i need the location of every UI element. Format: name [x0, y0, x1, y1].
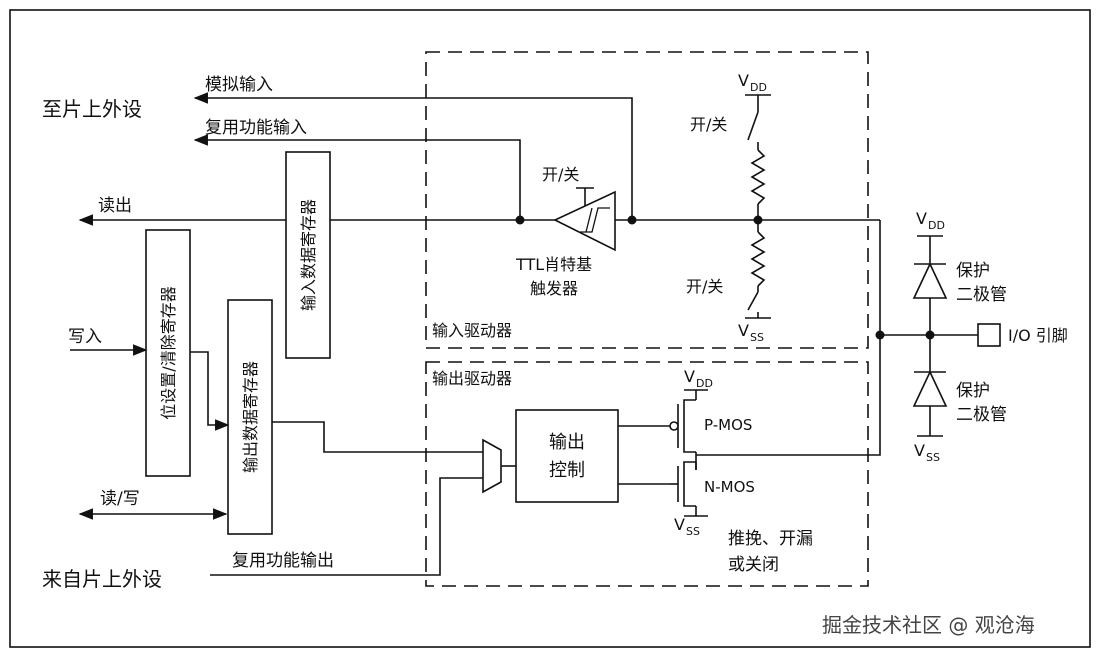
bit-set-reset-register-box — [145, 229, 191, 477]
svg-text:SS: SS — [926, 451, 940, 464]
pull-up-switch-icon — [747, 111, 759, 141]
svg-text:V: V — [674, 515, 685, 534]
switch-schmitt-label: 开/关 — [542, 165, 579, 184]
input-data-register-label: 输入数据寄存器 — [299, 199, 318, 311]
output-control-label-1: 输出 — [549, 432, 585, 453]
output-mode-label-1: 推挽、开漏 — [728, 529, 813, 549]
junction-dot — [515, 215, 525, 225]
vdd-pmos-label: V DD — [684, 367, 713, 390]
pull-down-switch-icon — [747, 291, 759, 311]
output-control-label-2: 控制 — [549, 460, 585, 481]
ttl-schmitt-label-2: 触发器 — [530, 279, 578, 298]
ttl-schmitt-label-1: TTL肖特基 — [515, 255, 592, 274]
alt-func-input-label: 复用功能输入 — [205, 118, 307, 138]
to-peripheral-label: 至片上外设 — [42, 97, 142, 121]
bit-set-reset-register-label: 位设置/清除寄存器 — [159, 286, 178, 419]
analog-input-wire — [193, 92, 633, 220]
io-pin-label: I/O 引脚 — [1008, 326, 1068, 345]
svg-text:DD: DD — [750, 81, 767, 94]
analog-input-label: 模拟输入 — [205, 75, 273, 95]
svg-text:SS: SS — [686, 525, 700, 538]
odr-to-mux-wire — [272, 421, 483, 453]
nmos-transistor-icon — [670, 461, 708, 517]
svg-text:SS: SS — [750, 331, 764, 344]
alt-func-input-wire — [193, 134, 521, 220]
output-mux-icon — [482, 438, 502, 494]
output-mode-label-2: 或关闭 — [728, 555, 779, 575]
read-out-label: 读出 — [98, 196, 132, 216]
read-write-label: 读/写 — [100, 489, 140, 509]
vss-nmos-label: V SS — [674, 515, 700, 538]
nmos-label: N-MOS — [704, 478, 755, 496]
svg-text:V: V — [916, 209, 927, 228]
pull-up-resistor — [745, 94, 771, 220]
pmos-transistor-icon — [669, 389, 708, 470]
svg-text:V: V — [738, 71, 749, 90]
alt-func-output-label: 复用功能输出 — [232, 551, 334, 571]
input-driver-label: 输入驱动器 — [432, 321, 512, 340]
output-control-box — [515, 409, 619, 503]
output-driver-region — [425, 361, 869, 587]
junction-dot — [627, 215, 637, 225]
input-data-register-box — [285, 151, 331, 359]
protect-diode-bottom-label-1: 保护 — [956, 381, 990, 401]
output-data-register-label: 输出数据寄存器 — [241, 361, 260, 473]
outer-frame — [9, 9, 1091, 648]
protect-diode-top-label-2: 二极管 — [956, 285, 1007, 305]
vss-diode-label: V SS — [914, 441, 940, 464]
output-data-register-box — [227, 299, 273, 535]
watermark: 掘金技术社区 @ 观沧海 — [822, 613, 1035, 637]
alt-func-output-wire — [210, 477, 483, 576]
output-driver-label: 输出驱动器 — [432, 369, 512, 388]
io-pin-icon — [977, 323, 1001, 347]
protect-diode-top-label-1: 保护 — [956, 261, 990, 281]
write-in-label: 写入 — [68, 327, 102, 347]
svg-text:DD: DD — [928, 219, 945, 232]
pad-bus-wire — [696, 220, 881, 456]
svg-text:V: V — [684, 367, 695, 386]
protection-diode-top-icon — [912, 235, 948, 335]
switch-pulldown-label: 开/关 — [686, 277, 723, 296]
pull-down-resistor — [745, 220, 771, 319]
svg-text:DD: DD — [696, 377, 713, 390]
pmos-label: P-MOS — [704, 416, 752, 434]
svg-text:V: V — [914, 441, 925, 460]
input-driver-region — [425, 51, 869, 349]
svg-text:V: V — [738, 321, 749, 340]
bsrr-to-odr-wire — [190, 351, 230, 431]
vdd-diode-label: V DD — [916, 209, 945, 232]
switch-pullup-label: 开/关 — [690, 115, 727, 134]
from-peripheral-label: 来自片上外设 — [42, 567, 162, 591]
vss-pulldown-label: V SS — [738, 321, 764, 344]
vdd-pullup-label: V DD — [738, 71, 767, 94]
protect-diode-bottom-label-2: 二极管 — [956, 405, 1007, 425]
protection-diode-bottom-icon — [912, 335, 948, 437]
